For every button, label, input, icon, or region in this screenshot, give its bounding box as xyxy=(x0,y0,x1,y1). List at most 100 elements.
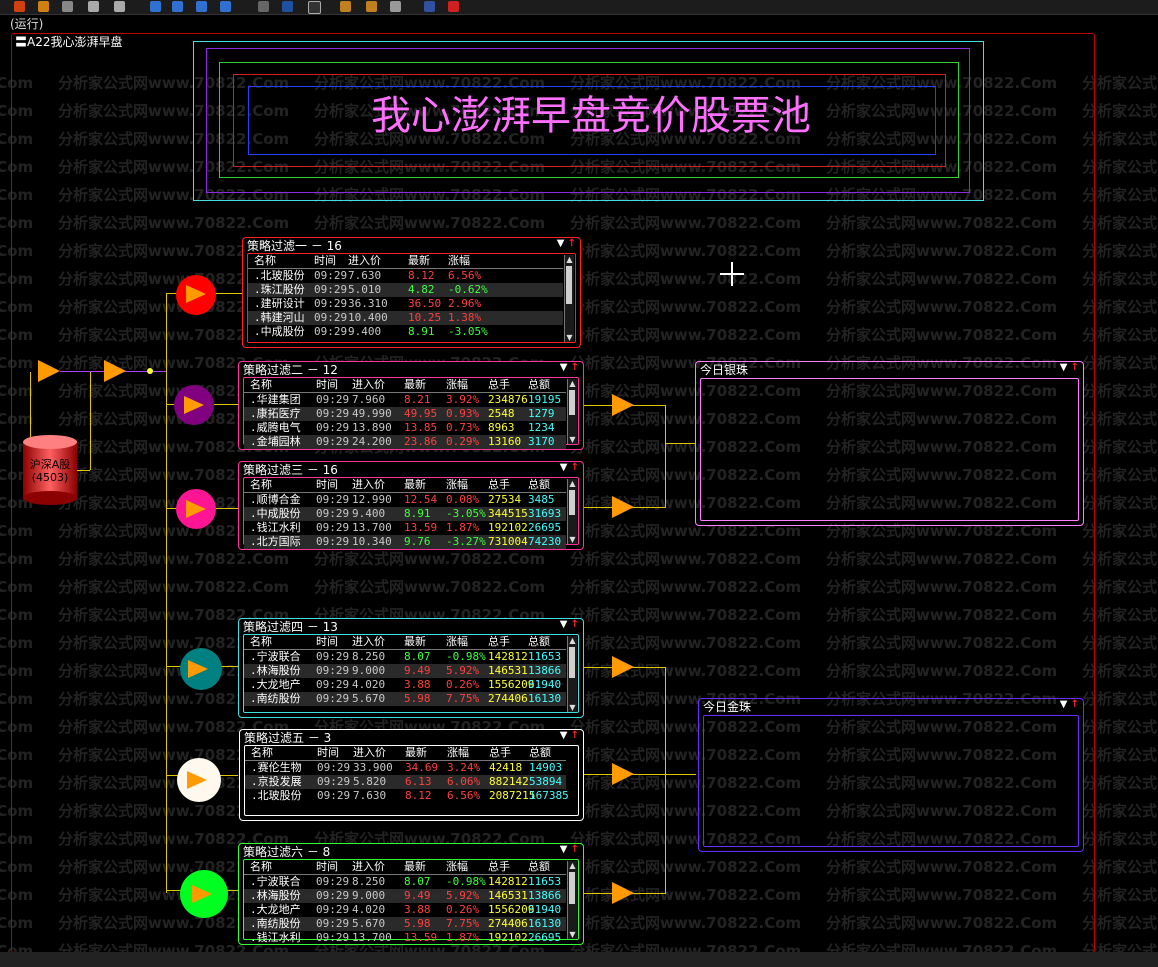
panel-controls[interactable]: ▼ ↑ xyxy=(1060,362,1079,373)
column-header[interactable]: 总额 xyxy=(528,478,550,491)
scroll-thumb[interactable] xyxy=(569,390,575,415)
column-header[interactable]: 最新 xyxy=(404,860,426,873)
column-header[interactable]: 时间 xyxy=(316,478,338,491)
toolbar-icon-9[interactable] xyxy=(220,1,231,12)
scroll-thumb[interactable] xyxy=(569,872,575,905)
scroll-down-icon[interactable]: ▼ xyxy=(569,930,576,939)
column-header[interactable]: 总手 xyxy=(489,746,511,759)
column-header[interactable]: 总额 xyxy=(528,378,550,391)
column-header[interactable]: 涨幅 xyxy=(446,378,468,391)
column-header[interactable]: 总手 xyxy=(488,635,510,648)
column-header[interactable]: 进入价 xyxy=(352,860,385,873)
scroll-up-icon[interactable]: ▲ xyxy=(569,861,576,870)
dropdown-icon[interactable]: ▼ xyxy=(1059,362,1068,373)
column-header[interactable]: 名称 xyxy=(250,860,272,873)
up-arrow-icon[interactable]: ↑ xyxy=(567,238,576,249)
dropdown-icon[interactable]: ▼ xyxy=(559,619,568,630)
column-header[interactable]: 名称 xyxy=(250,635,272,648)
column-header[interactable]: 名称 xyxy=(251,746,273,759)
dropdown-icon[interactable]: ▼ xyxy=(559,730,568,741)
scrollbar[interactable]: ▲▼ xyxy=(567,636,577,712)
output-list[interactable] xyxy=(700,378,1079,521)
scroll-thumb[interactable] xyxy=(566,266,572,304)
dropdown-icon[interactable]: ▼ xyxy=(556,238,565,249)
toolbar-icon-5[interactable] xyxy=(114,1,125,12)
scroll-thumb[interactable] xyxy=(569,647,575,679)
toolbar-icon-7[interactable] xyxy=(172,1,183,12)
panel-controls[interactable]: ▼ ↑ xyxy=(557,238,576,249)
triangle-node-icon[interactable] xyxy=(104,360,126,382)
panel-controls[interactable]: ▼ ↑ xyxy=(560,619,579,630)
column-header[interactable]: 涨幅 xyxy=(446,478,468,491)
database-icon[interactable] xyxy=(22,434,78,506)
toolbar-icon-14[interactable] xyxy=(366,1,377,12)
column-header[interactable]: 涨幅 xyxy=(447,746,469,759)
column-header[interactable]: 总额 xyxy=(528,860,550,873)
up-arrow-icon[interactable]: ↑ xyxy=(570,730,579,741)
triangle-node-icon[interactable] xyxy=(612,656,634,678)
toolbar-icon-13[interactable] xyxy=(340,1,351,12)
column-header[interactable]: 总额 xyxy=(529,746,551,759)
up-arrow-icon[interactable]: ↑ xyxy=(570,844,579,855)
triangle-node-icon[interactable] xyxy=(612,394,634,416)
column-header[interactable]: 名称 xyxy=(254,254,276,267)
panel-controls[interactable]: ▼ ↑ xyxy=(560,362,579,373)
column-header[interactable]: 时间 xyxy=(316,635,338,648)
panel-controls[interactable]: ▼ ↑ xyxy=(1060,699,1079,710)
panel-controls[interactable]: ▼ ↑ xyxy=(560,462,579,473)
column-header[interactable]: 名称 xyxy=(250,478,272,491)
scrollbar[interactable]: ▲▼ xyxy=(567,861,577,939)
output-list[interactable] xyxy=(703,715,1079,847)
scroll-up-icon[interactable]: ▲ xyxy=(566,255,573,264)
toolbar-icon-10[interactable] xyxy=(258,1,269,12)
column-header[interactable]: 进入价 xyxy=(352,478,385,491)
up-arrow-icon[interactable]: ↑ xyxy=(1070,699,1079,710)
scroll-thumb[interactable] xyxy=(569,490,575,515)
toolbar-icon-2[interactable] xyxy=(38,1,49,12)
column-header[interactable]: 最新 xyxy=(408,254,430,267)
dropdown-icon[interactable]: ▼ xyxy=(559,844,568,855)
up-arrow-icon[interactable]: ↑ xyxy=(570,619,579,630)
output-panel-silver[interactable]: 今日银珠 ▼ ↑ xyxy=(695,361,1084,526)
up-arrow-icon[interactable]: ↑ xyxy=(570,362,579,373)
column-header[interactable]: 进入价 xyxy=(352,378,385,391)
triangle-node-icon[interactable] xyxy=(612,496,634,518)
column-header[interactable]: 进入价 xyxy=(353,746,386,759)
scroll-down-icon[interactable]: ▼ xyxy=(566,333,573,342)
column-header[interactable]: 时间 xyxy=(316,860,338,873)
toolbar-icon-15[interactable] xyxy=(390,1,401,12)
triangle-node-icon[interactable] xyxy=(38,360,60,382)
column-header[interactable]: 总手 xyxy=(488,378,510,391)
scroll-down-icon[interactable]: ▼ xyxy=(569,535,576,544)
column-header[interactable]: 涨幅 xyxy=(446,860,468,873)
column-header[interactable]: 总手 xyxy=(488,860,510,873)
column-header[interactable]: 涨幅 xyxy=(446,635,468,648)
column-header[interactable]: 进入价 xyxy=(348,254,381,267)
column-header[interactable]: 名称 xyxy=(250,378,272,391)
scroll-down-icon[interactable]: ▼ xyxy=(569,435,576,444)
toolbar-icon-16[interactable] xyxy=(424,1,435,12)
panel-controls[interactable]: ▼ ↑ xyxy=(560,844,579,855)
toolbar-icon-3[interactable] xyxy=(62,1,73,12)
output-panel-gold[interactable]: 今日金珠 ▼ ↑ xyxy=(698,698,1084,852)
scrollbar[interactable]: ▲▼ xyxy=(567,379,577,444)
scrollbar[interactable]: ▲▼ xyxy=(567,479,577,544)
